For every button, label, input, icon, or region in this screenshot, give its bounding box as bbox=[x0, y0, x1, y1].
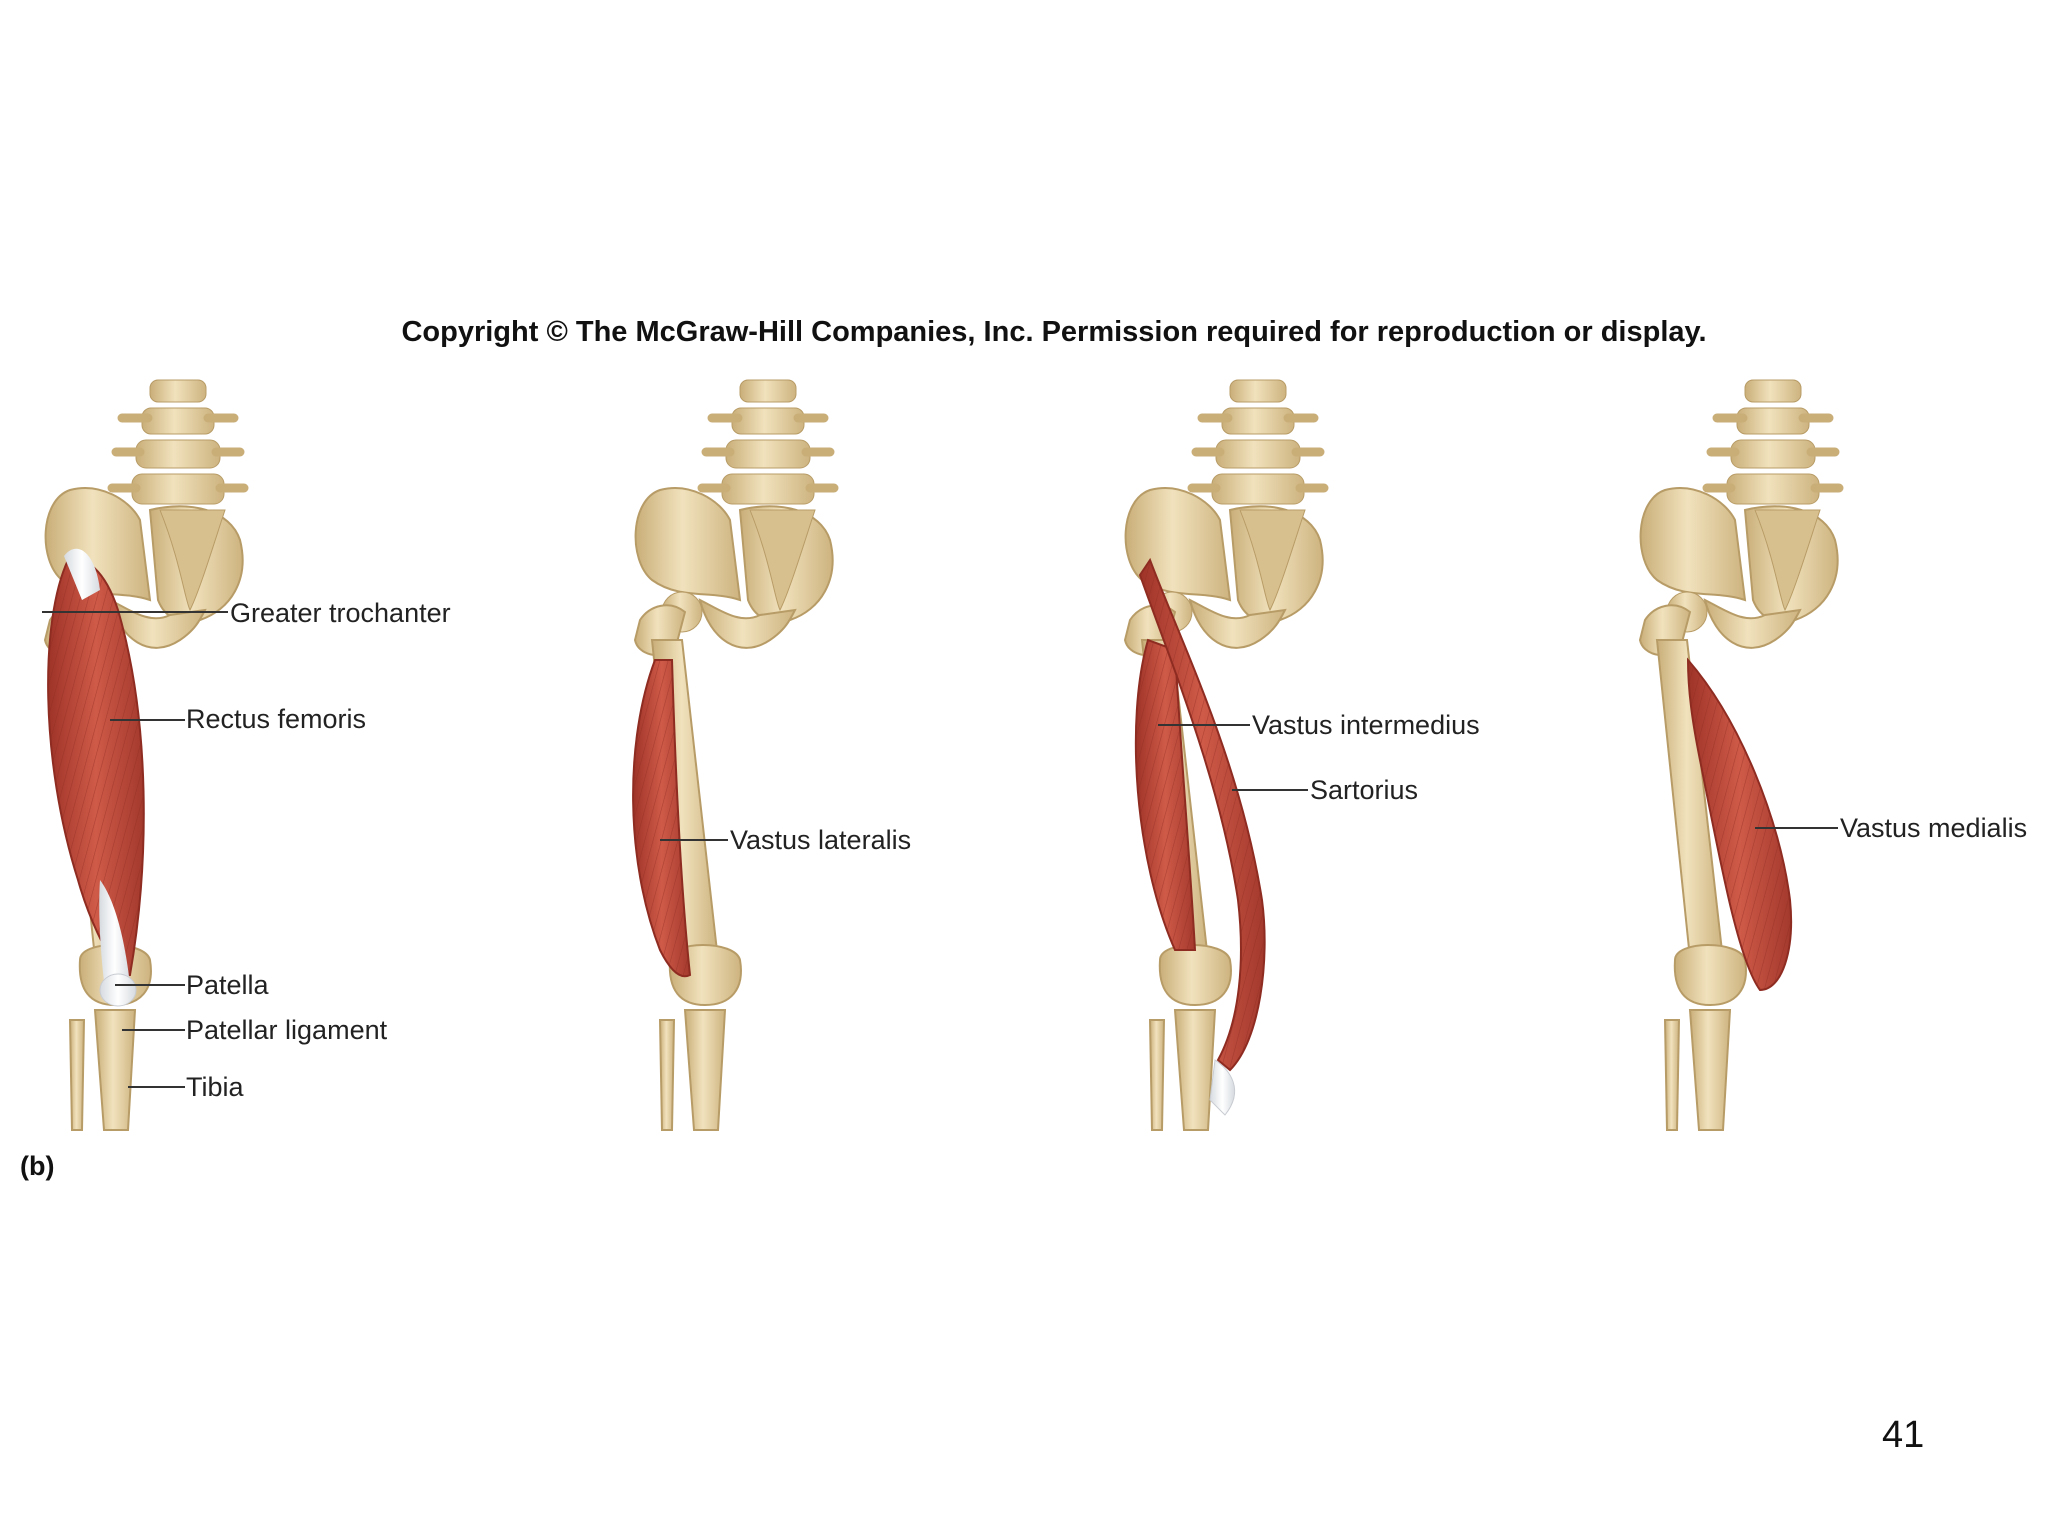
label-greater-trochanter: Greater trochanter bbox=[230, 598, 451, 628]
label-vastus-intermedius: Vastus intermedius bbox=[1252, 710, 1480, 740]
label-patella: Patella bbox=[186, 970, 270, 1000]
label-patellar-ligament: Patellar ligament bbox=[186, 1015, 388, 1045]
slide-number: 41 bbox=[1882, 1414, 1925, 1456]
label-rectus-femoris: Rectus femoris bbox=[186, 704, 366, 734]
label-sartorius: Sartorius bbox=[1310, 775, 1418, 805]
label-tibia: Tibia bbox=[186, 1072, 245, 1102]
panel-vastus-medialis bbox=[1640, 380, 1839, 1130]
label-vastus-lateralis: Vastus lateralis bbox=[730, 825, 911, 855]
panel-letter: (b) bbox=[20, 1151, 54, 1181]
panel-vastus-intermedius-sartorius bbox=[1125, 380, 1324, 1130]
copyright-notice: Copyright © The McGraw-Hill Companies, I… bbox=[401, 316, 1707, 348]
leader-lines bbox=[42, 611, 1838, 1088]
label-vastus-medialis: Vastus medialis bbox=[1840, 813, 2027, 843]
panel-rectus-femoris bbox=[45, 380, 244, 1130]
panel-vastus-lateralis bbox=[633, 380, 834, 1130]
